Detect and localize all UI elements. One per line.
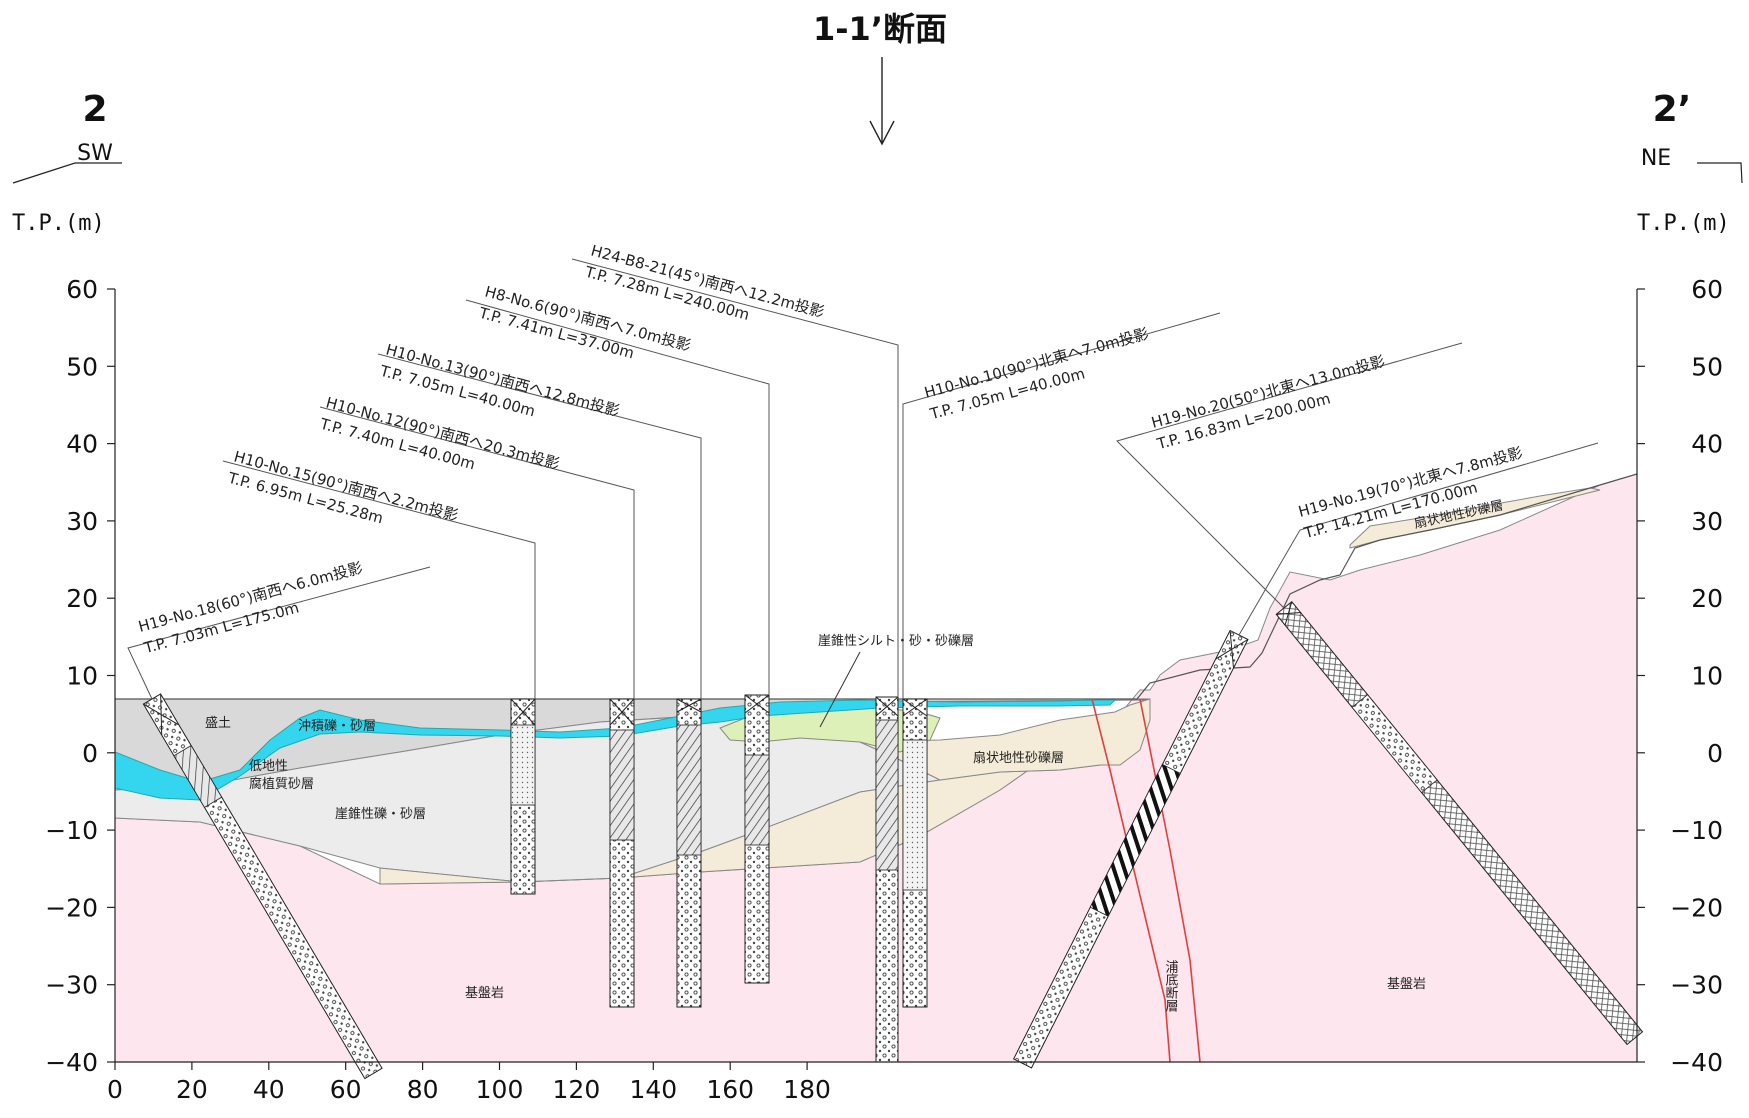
x-tick-label: 100: [476, 1075, 524, 1104]
x-tick-label: 80: [407, 1075, 439, 1104]
fault-line-1: [1091, 698, 1171, 1062]
borehole-h19-no18: [142, 693, 383, 1080]
right-endpoint-label: 2’: [1653, 89, 1692, 130]
leader-h8-no6: [465, 299, 770, 695]
x-tick-label: 40: [253, 1075, 285, 1104]
leader-h10-no15: [222, 460, 536, 699]
x-tick-label: 0: [107, 1075, 123, 1104]
left-y-tick-label: −40: [45, 1048, 98, 1077]
borehole-leaders: [127, 258, 1599, 700]
layer-label-fault: 浦底断層: [1163, 960, 1179, 1013]
right-y-tick-label: 40: [1691, 430, 1723, 459]
left-y-tick-label: 30: [66, 507, 98, 536]
right-y-tick-label: 10: [1691, 662, 1723, 691]
section-title: 1-1’断面: [813, 10, 947, 48]
x-tick-label: 160: [706, 1075, 754, 1104]
left-endpoint: 2 SW T.P.(m): [12, 89, 122, 236]
borehole-h10-no10: [902, 698, 928, 1008]
x-tick-label: 180: [783, 1075, 831, 1104]
alluvial-gravel-layer: [115, 699, 1117, 801]
x-tick-label: 60: [330, 1075, 362, 1104]
layer-label-bedrock-right: 基盤岩: [1387, 977, 1426, 992]
layer-label-alluvial: 沖積礫・砂層: [298, 718, 376, 734]
leader-h10-no13: [377, 353, 702, 699]
right-y-tick-label: 30: [1691, 507, 1723, 536]
leader-h19-no18: [127, 566, 431, 700]
x-tick-label: 20: [176, 1075, 208, 1104]
layer-label-fill: 盛土: [205, 716, 231, 731]
talus-silt-leader: [819, 651, 861, 728]
x-tick-label: 120: [553, 1075, 601, 1104]
left-y-tick-label: −20: [45, 893, 98, 922]
leader-h19-no19: [1238, 442, 1599, 636]
layer-label-talus-silt: 崖錐性シルト・砂・砂礫層: [818, 633, 974, 649]
left-y-tick-label: 20: [66, 584, 98, 613]
borehole-h10-no13: [676, 698, 702, 1008]
left-endpoint-direction: SW: [77, 141, 113, 166]
borehole-h10-no15: [510, 698, 536, 895]
layer-label-talus-gravel: 崖錐性礫・砂層: [335, 806, 426, 822]
borehole-h10-no12: [609, 698, 635, 1008]
leader-h10-no10: [902, 312, 1221, 699]
ground-surface-line: [115, 473, 1637, 700]
leader-h24-b8-21: [571, 258, 899, 697]
right-endpoint-marker: [1697, 162, 1743, 184]
right-y-tick-label: −30: [1670, 971, 1723, 1000]
left-y-tick-label: 40: [66, 430, 98, 459]
section-marker: 1-1’断面: [813, 10, 947, 146]
layer-label-bedrock-left: 基盤岩: [465, 986, 504, 1001]
left-y-tick-label: 50: [66, 352, 98, 381]
boreholes: [142, 600, 1644, 1080]
layer-label-humic-2: 腐植質砂層: [249, 777, 314, 792]
right-y-tick-label: 50: [1691, 352, 1723, 381]
leader-h10-no12: [319, 406, 635, 699]
left-y-tick-label: 0: [82, 739, 98, 768]
borehole-h19-no20: [1275, 600, 1644, 1046]
right-y-tick-label: −40: [1670, 1048, 1723, 1077]
left-y-tick-label: −30: [45, 971, 98, 1000]
left-axis-title: T.P.(m): [12, 211, 105, 236]
right-y-tick-label: −20: [1670, 893, 1723, 922]
section-arrow-head: [869, 120, 895, 146]
right-axis-title: T.P.(m): [1637, 211, 1730, 236]
fault-line-2: [1139, 698, 1201, 1062]
leader-h19-no20: [1116, 342, 1463, 609]
layer-label-humic-1: 低地性: [249, 759, 288, 774]
borehole-h24-b8-21: [875, 696, 899, 1063]
left-endpoint-marker: [12, 162, 122, 184]
right-endpoint: 2’ NE T.P.(m): [1637, 89, 1743, 236]
right-y-tick-label: 60: [1691, 275, 1723, 304]
layer-label-fan-left: 扇状地性砂礫層: [973, 750, 1064, 766]
right-endpoint-direction: NE: [1641, 146, 1671, 171]
right-y-tick-label: −10: [1670, 816, 1723, 845]
left-axis-ticks: 60 50 40 30 20 10 0 −10 −20 −30 −40: [45, 275, 115, 1077]
left-y-tick-label: 60: [66, 275, 98, 304]
bottom-axis-ticks: 0 20 40 60 80 100 120 140 160 180: [107, 1062, 831, 1104]
left-y-tick-label: 10: [66, 662, 98, 691]
right-y-tick-label: 0: [1707, 739, 1723, 768]
x-tick-label: 140: [629, 1075, 677, 1104]
right-axis-ticks: 60 50 40 30 20 10 0 −10 −20 −30 −40: [1637, 275, 1723, 1077]
left-y-tick-label: −10: [45, 816, 98, 845]
fan-gravel-layer-mid: [859, 698, 1151, 781]
right-y-tick-label: 20: [1691, 584, 1723, 613]
borehole-h8-no6: [744, 694, 770, 984]
left-endpoint-label: 2: [82, 89, 107, 130]
